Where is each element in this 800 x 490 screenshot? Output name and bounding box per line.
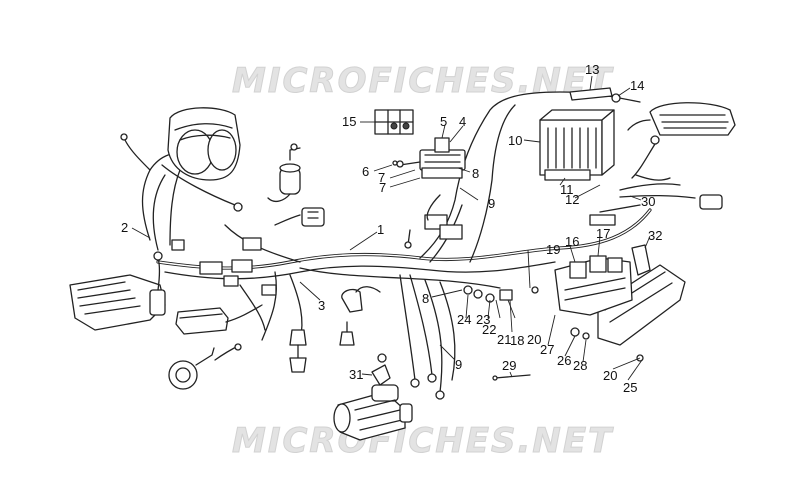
callout-20a: 20 (527, 332, 541, 347)
watermark-bottom: MICROFICHES.NET (232, 421, 614, 461)
tail-light (627, 102, 736, 179)
callout-17: 17 (596, 226, 610, 241)
callout-23: 23 (476, 312, 490, 327)
callout-8a: 8 (472, 166, 479, 181)
connectors-mid (404, 194, 463, 249)
relay-block (396, 137, 466, 179)
callout-20b: 20 (603, 368, 617, 383)
battery (539, 109, 615, 181)
neutral-switch (339, 321, 355, 346)
callout-12: 12 (565, 192, 579, 207)
oil-pressure-switch (289, 329, 307, 373)
cable-tie (492, 374, 531, 381)
callout-9b: 9 (455, 357, 462, 372)
callout-28: 28 (573, 358, 587, 373)
callout-19: 19 (546, 242, 560, 257)
callout-29: 29 (502, 358, 516, 373)
ignition-switch (267, 143, 301, 203)
plug-cap (341, 286, 381, 313)
callout-6: 6 (362, 164, 369, 179)
callout-11: 11 (560, 182, 574, 197)
callout-32: 32 (648, 228, 662, 243)
fuse-label-plate (374, 109, 414, 135)
callout-18: 18 (510, 333, 524, 348)
callout-27: 27 (540, 342, 554, 357)
horn (168, 343, 242, 390)
flasher-unit (175, 304, 263, 335)
rear-harness-30 (589, 174, 723, 226)
callout-25: 25 (623, 380, 637, 395)
callout-31: 31 (349, 367, 363, 382)
callout-7b: 7 (379, 180, 386, 195)
watermark-top: MICROFICHES.NET (232, 61, 614, 101)
callout-16: 16 (565, 234, 579, 249)
leader-lines (131, 75, 651, 381)
callout-7a: 7 (378, 170, 385, 185)
headlight-assembly (69, 251, 166, 331)
callout-9a: 9 (488, 196, 495, 211)
fasteners (392, 160, 644, 362)
cable-clamp (371, 353, 391, 386)
callout-24: 24 (457, 312, 471, 327)
callout-8b: 8 (422, 291, 429, 306)
callout-4: 4 (459, 114, 466, 129)
callout-26: 26 (557, 353, 571, 368)
callout-1: 1 (377, 222, 384, 237)
starter-motor (333, 384, 413, 441)
callout-5: 5 (440, 114, 447, 129)
callout-3: 3 (318, 298, 325, 313)
callout-21: 21 (497, 332, 511, 347)
callout-15: 15 (342, 114, 356, 129)
fuse-relay-bank (554, 255, 633, 316)
callout-2: 2 (121, 220, 128, 235)
harness-connectors-left (171, 237, 277, 296)
callout-10: 10 (508, 133, 522, 148)
cdi-box (597, 244, 686, 346)
callout-13: 13 (585, 62, 599, 77)
callout-22: 22 (482, 322, 496, 337)
callout-labels: 1 2 3 4 5 6 7 7 8 8 9 9 10 11 12 13 14 1… (121, 62, 662, 395)
callout-30: 30 (641, 194, 655, 209)
callout-14: 14 (630, 78, 644, 93)
horn-relay-connector (274, 207, 325, 227)
instrument-cluster (167, 107, 241, 181)
